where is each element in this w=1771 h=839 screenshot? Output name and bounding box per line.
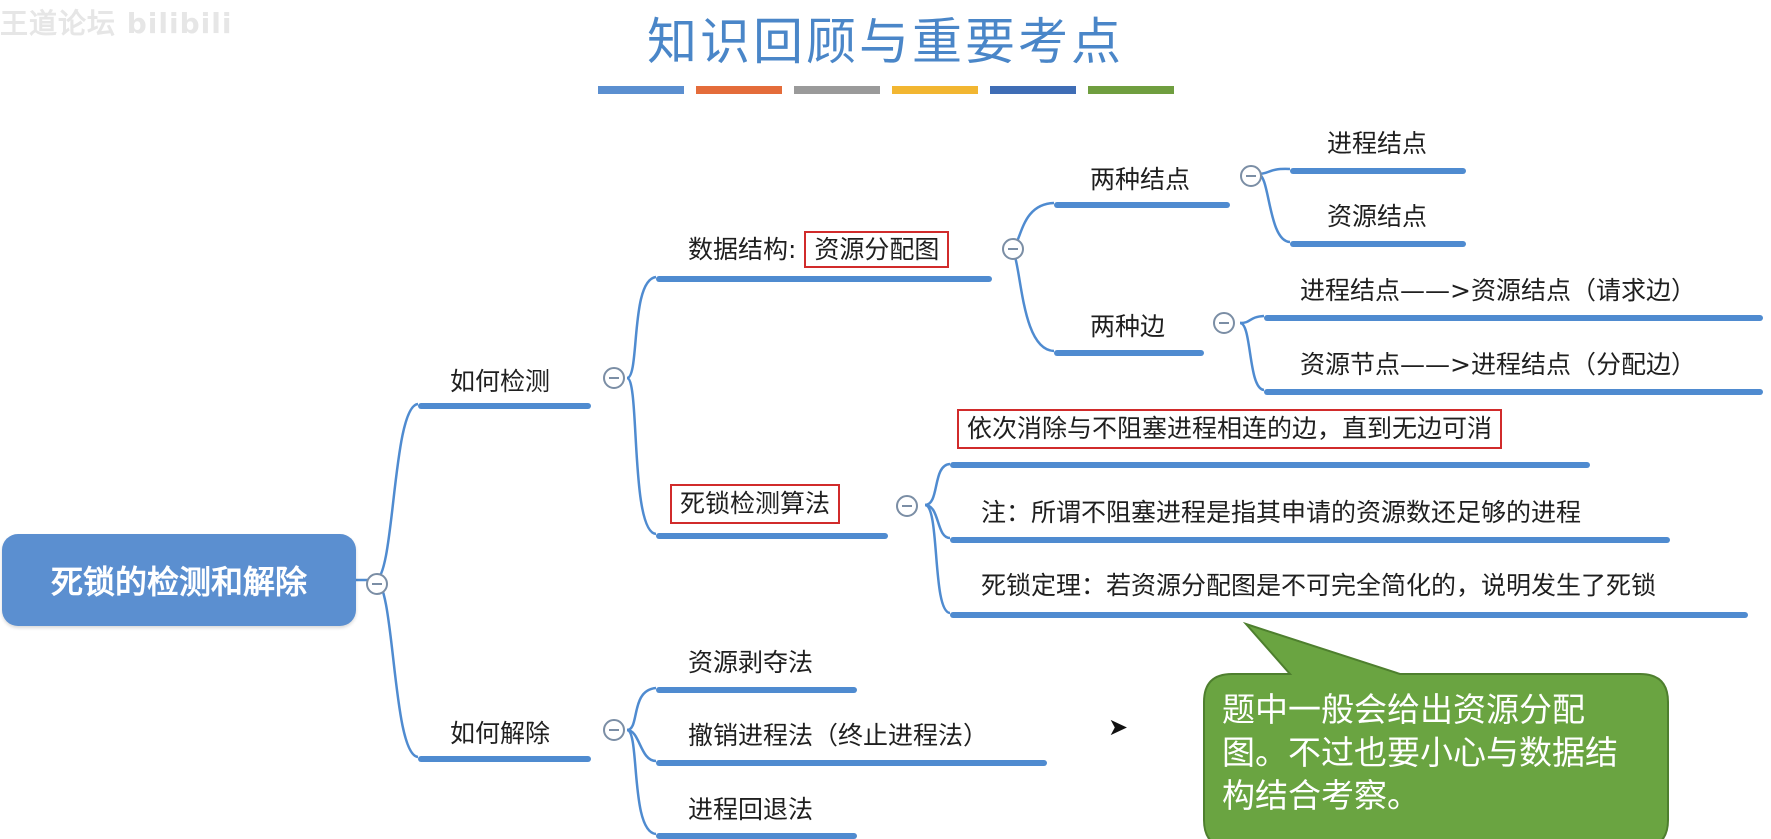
connector-nodes-resource bbox=[1257, 172, 1291, 244]
underline-resolve bbox=[418, 756, 591, 762]
underline-detect bbox=[418, 403, 591, 409]
mouse-cursor-icon: ➤ bbox=[1108, 713, 1129, 741]
collapse-toggle-detection-algorithm[interactable] bbox=[896, 495, 918, 517]
page-title: 知识回顾与重要考点 bbox=[647, 13, 1124, 71]
node-resource-node[interactable]: 资源结点 bbox=[1327, 202, 1428, 231]
data-structure-boxed: 资源分配图 bbox=[804, 231, 950, 268]
collapse-toggle-data-structure[interactable] bbox=[1002, 238, 1024, 260]
accent-bars bbox=[598, 86, 1174, 94]
accent-bar-green bbox=[1088, 86, 1174, 94]
node-two-nodes[interactable]: 两种结点 bbox=[1090, 165, 1191, 194]
node-detect[interactable]: 如何检测 bbox=[450, 367, 551, 396]
data-structure-prefix: 数据结构: bbox=[688, 235, 797, 264]
underline-detection-algorithm bbox=[656, 533, 888, 539]
accent-bar-gray bbox=[794, 86, 880, 94]
connector-detect-ds bbox=[626, 275, 657, 380]
node-process-rollback[interactable]: 进程回退法 bbox=[688, 795, 814, 824]
node-terminate-process[interactable]: 撤销进程法（终止进程法） bbox=[688, 721, 989, 750]
collapse-toggle-detect[interactable] bbox=[603, 367, 625, 389]
underline-algorithm-note bbox=[950, 537, 1670, 543]
connector-edges-assign bbox=[1239, 321, 1265, 392]
collapse-toggle-resolve[interactable] bbox=[603, 719, 625, 741]
callout-bubble bbox=[1203, 621, 1669, 839]
node-data-structure[interactable]: 数据结构: 资源分配图 bbox=[688, 231, 950, 268]
connector-root-detect bbox=[374, 402, 419, 582]
node-request-edge[interactable]: 进程结点——>资源结点（请求边） bbox=[1300, 276, 1696, 305]
underline-resource-preemption bbox=[656, 687, 857, 693]
connector-detect-algo bbox=[625, 376, 657, 536]
node-deadlock-theorem[interactable]: 死锁定理：若资源分配图是不可完全简化的，说明发生了死锁 bbox=[981, 571, 1657, 600]
node-detection-algorithm[interactable]: 死锁检测算法 bbox=[670, 484, 841, 524]
underline-two-edges bbox=[1054, 350, 1204, 356]
connector-nodes-process bbox=[1257, 167, 1291, 176]
accent-bar-blue bbox=[598, 86, 684, 94]
node-resource-preemption[interactable]: 资源剥夺法 bbox=[688, 648, 814, 677]
node-two-edges[interactable]: 两种边 bbox=[1090, 312, 1166, 341]
connector-algo-3 bbox=[924, 503, 951, 615]
callout-text: 题中一般会给出资源分配图。不过也要小心与数据结构结合考察。 bbox=[1222, 690, 1618, 815]
underline-process-rollback bbox=[656, 833, 857, 839]
underline-resource-node bbox=[1290, 241, 1466, 247]
node-resolve[interactable]: 如何解除 bbox=[450, 719, 551, 748]
connector-algo-1 bbox=[924, 462, 951, 507]
collapse-toggle-root[interactable] bbox=[366, 573, 388, 595]
connector-resolve-1 bbox=[626, 686, 657, 732]
connector-ds-edges bbox=[1009, 247, 1055, 353]
watermark: 王道论坛 bilibili bbox=[0, 7, 233, 40]
underline-deadlock-theorem bbox=[950, 612, 1748, 618]
connector-edges-request bbox=[1239, 314, 1265, 325]
collapse-toggle-two-nodes[interactable] bbox=[1240, 165, 1262, 187]
underline-data-structure bbox=[656, 276, 992, 282]
node-process-node[interactable]: 进程结点 bbox=[1327, 129, 1428, 158]
underline-algorithm-step-1 bbox=[950, 462, 1590, 468]
underline-request-edge bbox=[1264, 315, 1763, 321]
node-algorithm-note[interactable]: 注：所谓不阻塞进程是指其申请的资源数还足够的进程 bbox=[981, 498, 1582, 527]
connector-root-resolve bbox=[374, 578, 419, 759]
collapse-toggle-two-edges[interactable] bbox=[1213, 312, 1235, 334]
underline-process-node bbox=[1290, 168, 1466, 174]
node-assign-edge[interactable]: 资源节点——>进程结点（分配边） bbox=[1300, 350, 1696, 379]
underline-assign-edge bbox=[1264, 389, 1763, 395]
accent-bar-orange bbox=[696, 86, 782, 94]
accent-bar-yellow bbox=[892, 86, 978, 94]
accent-bar-navy bbox=[990, 86, 1076, 94]
underline-two-nodes bbox=[1054, 202, 1230, 208]
underline-terminate-process bbox=[656, 760, 1047, 766]
connector-resolve-3 bbox=[626, 728, 657, 836]
node-algorithm-step-1[interactable]: 依次消除与不阻塞进程相连的边，直到无边可消 bbox=[957, 409, 1503, 449]
root-node[interactable]: 死锁的检测和解除 bbox=[2, 534, 356, 626]
